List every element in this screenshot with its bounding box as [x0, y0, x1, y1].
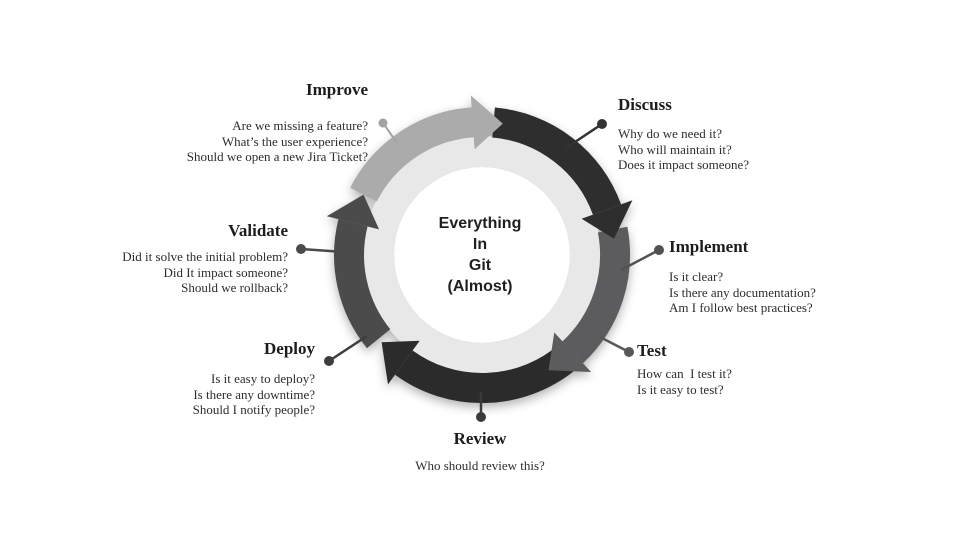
- validate-deploy-arc-arrowhead: [326, 194, 380, 230]
- test-connector-dot: [624, 347, 634, 357]
- stage-validate-title: Validate: [228, 221, 288, 240]
- implement-test-arc: [562, 226, 631, 364]
- inner-ring: [363, 136, 601, 374]
- stage-deploy: Deploy Is it easy to deploy? Is there an…: [193, 339, 315, 418]
- question-line: How can I test it?: [637, 366, 732, 381]
- question-line: Are we missing a feature?: [232, 118, 368, 133]
- validate-connector-line: [300, 247, 345, 254]
- stage-discuss: Discuss Why do we need it? Who will main…: [618, 95, 749, 173]
- question-line: What’s the user experience?: [221, 133, 368, 149]
- stage-review-questions: Who should review this?: [380, 458, 580, 474]
- improve-arc-head: [441, 107, 475, 142]
- stage-implement-questions: Is it clear? Is there any documentation?…: [669, 269, 816, 316]
- stage-improve-title: Improve: [305, 80, 368, 99]
- implement-connector-dot: [654, 245, 664, 255]
- question-line: Is it easy to deploy?: [211, 371, 315, 386]
- discuss-connector-dot: [597, 119, 607, 129]
- question-line: Is it clear?: [669, 269, 724, 284]
- stage-deploy-title: Deploy: [264, 339, 315, 358]
- center-circle: [394, 167, 570, 343]
- question-line: Should I notify people?: [192, 402, 315, 417]
- validate-deploy-arc: [334, 219, 391, 349]
- question-line: Does it impact someone?: [618, 157, 750, 172]
- stage-test-title: Test: [637, 341, 667, 360]
- center-label: Everything In Git (Almost): [380, 213, 580, 297]
- stage-review-title: Review: [453, 429, 507, 448]
- question-line: Why do we need it?: [618, 126, 722, 141]
- center-label-line: (Almost): [447, 278, 513, 295]
- question-line: Did It impact someone?: [163, 264, 288, 280]
- stage-deploy-questions: Is it easy to deploy? Is there any downt…: [193, 371, 315, 418]
- test-connector-line: [597, 334, 630, 354]
- question-line: Did it solve the initial problem?: [122, 249, 288, 264]
- stage-validate: Validate Did it solve the initial proble…: [122, 221, 288, 296]
- stage-implement: Implement Is it clear? Is there any docu…: [669, 237, 816, 316]
- question-line: Is it easy to test?: [637, 381, 724, 397]
- review-arc-arrowhead: [381, 340, 420, 385]
- discuss-arc: [491, 107, 622, 215]
- stage-implement-title: Implement: [669, 237, 749, 256]
- stage-review: Review Who should review this?: [380, 429, 580, 474]
- question-line: Is there any downtime?: [193, 386, 315, 402]
- question-line: Am I follow best practices?: [669, 300, 813, 315]
- question-line: Should we open a new Jira Ticket?: [186, 149, 368, 164]
- stage-discuss-questions: Why do we need it? Who will maintain it?…: [618, 126, 749, 173]
- discuss-arc-arrowhead: [581, 200, 633, 239]
- implement-test-arc-arrowhead: [548, 332, 592, 372]
- question-line: Who will maintain it?: [618, 141, 732, 157]
- review-connector-dot: [476, 412, 486, 422]
- validate-connector-dot: [296, 244, 306, 254]
- stage-improve: Improve Are we missing a feature? What’s…: [187, 80, 368, 165]
- stage-test: Test How can I test it? Is it easy to te…: [637, 341, 732, 397]
- improve-connector-dot: [378, 118, 388, 128]
- question-line: Is there any documentation?: [669, 284, 816, 300]
- improve-arc-head-arrowhead: [470, 95, 503, 150]
- question-line: Should we rollback?: [181, 280, 288, 295]
- stage-discuss-title: Discuss: [618, 95, 672, 114]
- center-label-line: Everything: [438, 215, 522, 232]
- discuss-connector-line: [565, 122, 603, 150]
- implement-connector-line: [620, 248, 660, 272]
- center-label-line: Git: [468, 257, 492, 274]
- deploy-connector-dot: [324, 356, 334, 366]
- question-line: Who should review this?: [415, 458, 545, 473]
- stage-test-questions: How can I test it? Is it easy to test?: [637, 366, 732, 397]
- deploy-connector-line: [328, 334, 368, 363]
- stage-validate-questions: Did it solve the initial problem? Did It…: [122, 249, 288, 296]
- ring-arcs: [326, 95, 633, 404]
- center-label-line: In: [472, 236, 488, 253]
- stage-improve-questions: Are we missing a feature? What’s the use…: [187, 118, 368, 165]
